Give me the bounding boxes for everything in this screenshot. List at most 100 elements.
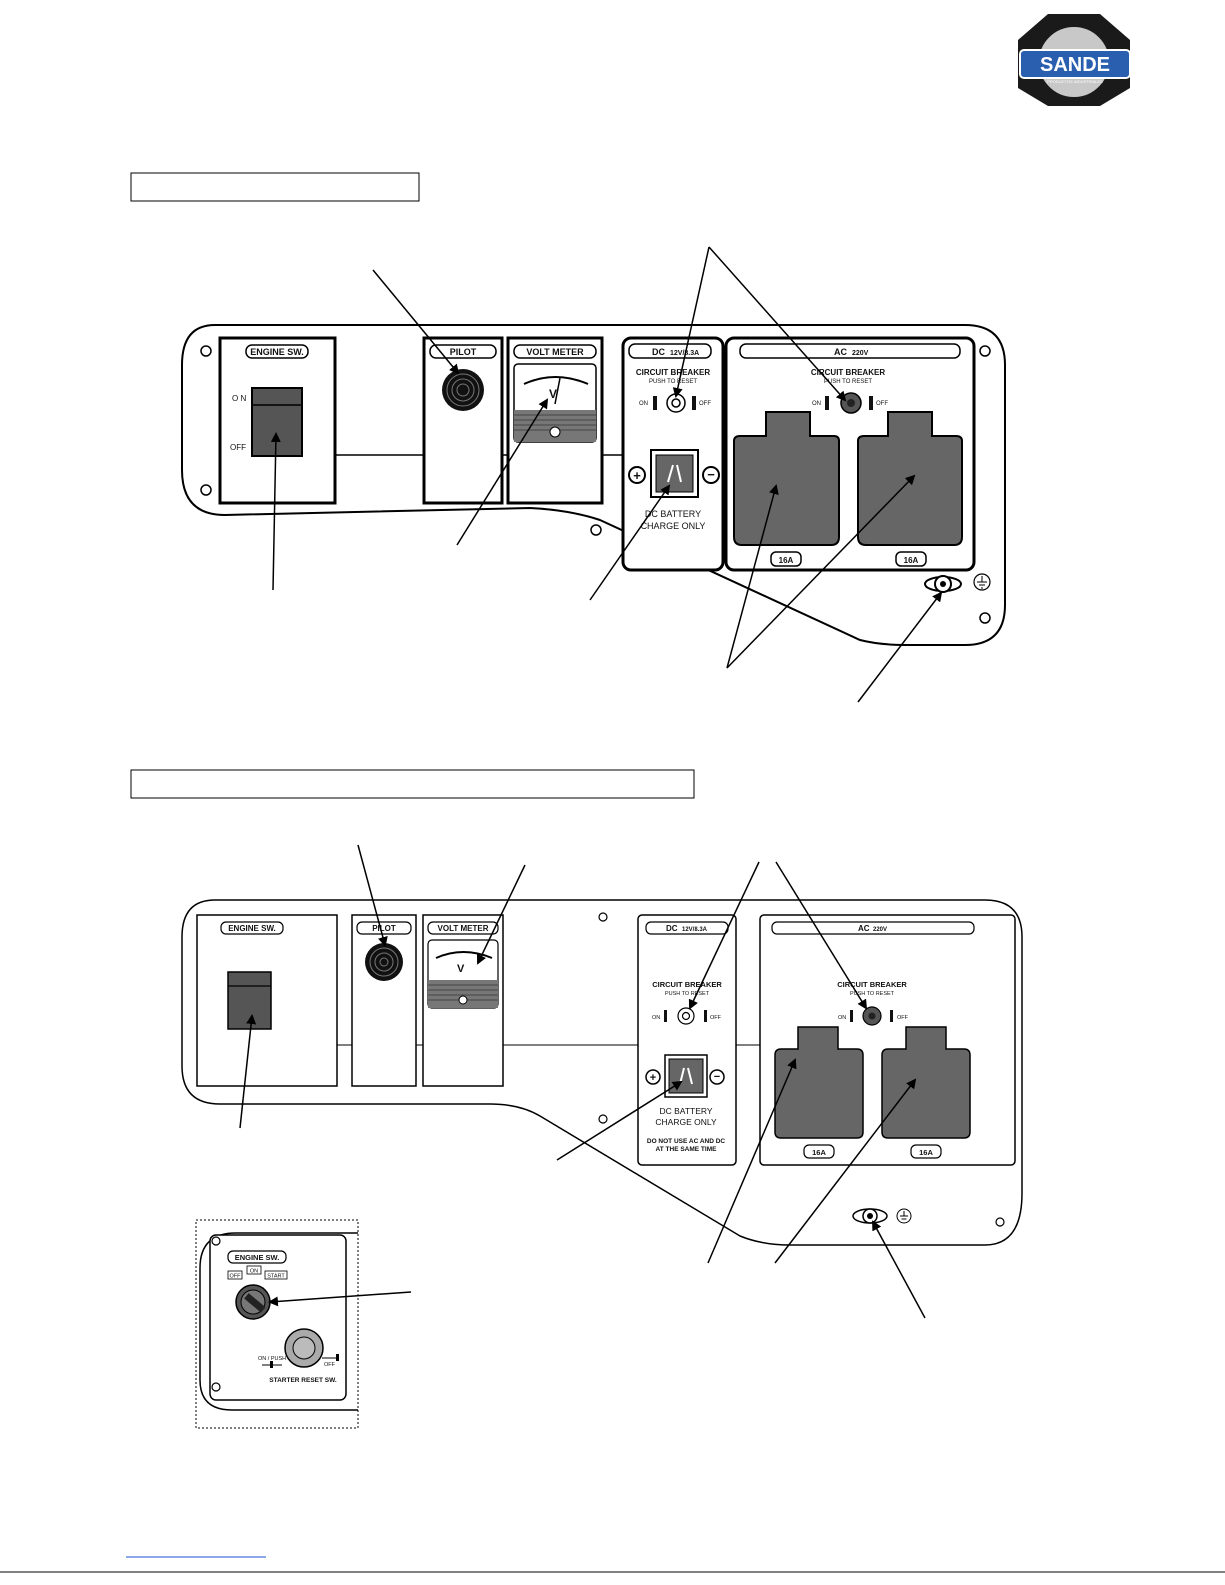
dc-breaker-title: CIRCUIT BREAKER	[636, 368, 710, 377]
inset-engine-label: ENGINE SW.	[235, 1253, 280, 1262]
ac-socket-1: 16A	[733, 411, 840, 567]
voltmeter-unit: V	[549, 387, 557, 401]
dc-warning-1: DO NOT USE AC AND DC	[647, 1138, 726, 1145]
pilot-lamp-2	[365, 943, 403, 981]
ac-socket-2: 16A	[857, 411, 963, 567]
ac-breaker-reset: PUSH TO RESET	[824, 379, 872, 385]
panel2-outline	[181, 899, 1023, 1246]
section1-heading-box	[130, 172, 420, 202]
ac-voltage-2: 220V	[873, 927, 887, 933]
logo-tagline: PRODUCTOS INDUSTRIALES	[1047, 79, 1103, 84]
engine-off-label: OFF	[230, 443, 246, 452]
pilot-module	[422, 336, 504, 505]
inset-leader-line	[268, 1291, 412, 1307]
engine-switch-label-2: ENGINE SW.	[228, 924, 276, 933]
starter-reset-button[interactable]	[284, 1328, 324, 1368]
ac-socket-1-rating-2: 16A	[812, 1148, 826, 1157]
dc-rating: 12V/8.3A	[670, 350, 699, 357]
ac-on-text: ON	[812, 401, 821, 407]
engine-on-label: O N	[232, 394, 246, 403]
dc-breaker-reset: PUSH TO RESET	[649, 379, 697, 385]
voltmeter-gauge: V	[513, 363, 597, 443]
svg-text:−: −	[714, 1071, 720, 1083]
ac-socket-1-2: 16A	[774, 1026, 864, 1159]
screw-hole	[598, 912, 608, 922]
inset-frame	[195, 1219, 359, 1429]
ac-socket-2-2: 16A	[881, 1026, 971, 1159]
reset-on-label: ON / PUSH	[258, 1356, 286, 1362]
key-off-label: OFF	[230, 1274, 242, 1280]
ac-off-text-2: OFF	[897, 1015, 909, 1021]
logo-band	[1019, 49, 1131, 79]
dc-on-text: ON	[639, 401, 648, 407]
panel1-outline	[181, 324, 1006, 646]
dc-battery-text: DC BATTERY	[645, 509, 701, 519]
panel2-leader-lines	[239, 844, 926, 1319]
panel-1: ENGINE SW. O N OFF PILOT VOLT METER V	[181, 246, 1006, 703]
screw-hole	[598, 1114, 608, 1124]
svg-text:−: −	[707, 467, 715, 482]
screw-hole	[590, 524, 602, 536]
pilot-label-2: PILOT	[372, 924, 396, 933]
dc-charge-text-2: CHARGE ONLY	[655, 1117, 717, 1127]
ground-terminal	[924, 575, 962, 593]
screw-hole	[979, 612, 991, 624]
ground-icon	[973, 573, 991, 591]
dc-label: DC	[652, 347, 665, 357]
ac-breaker-title: CIRCUIT BREAKER	[811, 368, 885, 377]
starter-inset: ENGINE SW. OFF ON START ON / PUSH OFF ST…	[195, 1219, 412, 1429]
key-on-label: ON	[250, 1269, 258, 1275]
key-start-label: START	[267, 1274, 285, 1280]
logo-text: SANDE	[1040, 54, 1110, 76]
dc-on-text-2: ON	[652, 1015, 660, 1021]
starter-reset-label: STARTER RESET SW.	[269, 1377, 337, 1384]
screw-hole	[211, 1236, 221, 1246]
dc-circuit-breaker-button-2[interactable]	[677, 1007, 695, 1025]
dc-circuit-breaker-button[interactable]	[666, 393, 686, 413]
plus-terminal-icon	[628, 466, 646, 484]
screw-hole	[200, 484, 212, 496]
voltmeter-label-2: VOLT METER	[438, 924, 489, 933]
section2-heading-box	[130, 769, 695, 799]
ac-socket-1-rating: 16A	[779, 556, 794, 565]
screw-hole	[200, 345, 212, 357]
ac-voltage: 220V	[852, 350, 869, 357]
reset-off-label: OFF	[324, 1362, 336, 1368]
dc-battery-text-2: DC BATTERY	[659, 1106, 712, 1116]
dc-breaker-reset-2: PUSH TO RESET	[665, 991, 710, 997]
ac-label-2: AC	[858, 924, 870, 933]
dc-off-text-2: OFF	[710, 1015, 722, 1021]
voltmeter-unit-2: V	[457, 963, 465, 975]
engine-rocker-switch	[251, 387, 303, 457]
dc-warning-2: AT THE SAME TIME	[656, 1146, 718, 1153]
panel1-leader-lines	[270, 246, 943, 703]
dc-module-2	[637, 914, 737, 1166]
screw-hole	[211, 1382, 221, 1392]
engine-switch-label: ENGINE SW.	[250, 347, 304, 357]
minus-terminal-icon	[702, 466, 720, 484]
ignition-key-switch[interactable]	[235, 1284, 271, 1320]
sande-logo: SANDE PRODUCTOS INDUSTRIALES	[1018, 14, 1131, 106]
dc-off-text: OFF	[699, 401, 711, 407]
ac-breaker-title-2: CIRCUIT BREAKER	[837, 980, 907, 989]
ac-off-text: OFF	[876, 401, 888, 407]
dc-rating-2: 12V/8.3A	[682, 927, 708, 933]
plus-terminal-icon-2	[645, 1069, 661, 1085]
ground-terminal-2	[852, 1208, 888, 1224]
voltmeter-gauge-2: V	[427, 939, 499, 1009]
pilot-label: PILOT	[450, 347, 477, 357]
ac-label: AC	[834, 347, 847, 357]
engine-rocker-switch-2	[227, 971, 272, 1030]
screw-hole	[995, 1217, 1005, 1227]
pilot-lamp	[442, 369, 484, 411]
dc-breaker-title-2: CIRCUIT BREAKER	[652, 980, 722, 989]
panel-2: ENGINE SW. PILOT VOLT METER V	[181, 844, 1023, 1319]
ac-on-text-2: ON	[838, 1015, 846, 1021]
ground-icon-2	[896, 1208, 912, 1224]
dc-charge-text: CHARGE ONLY	[641, 521, 706, 531]
ac-breaker-reset-2: PUSH TO RESET	[850, 991, 895, 997]
dc-label-2: DC	[666, 924, 678, 933]
svg-text:+: +	[650, 1072, 656, 1084]
ac-socket-2-rating-2: 16A	[919, 1148, 933, 1157]
